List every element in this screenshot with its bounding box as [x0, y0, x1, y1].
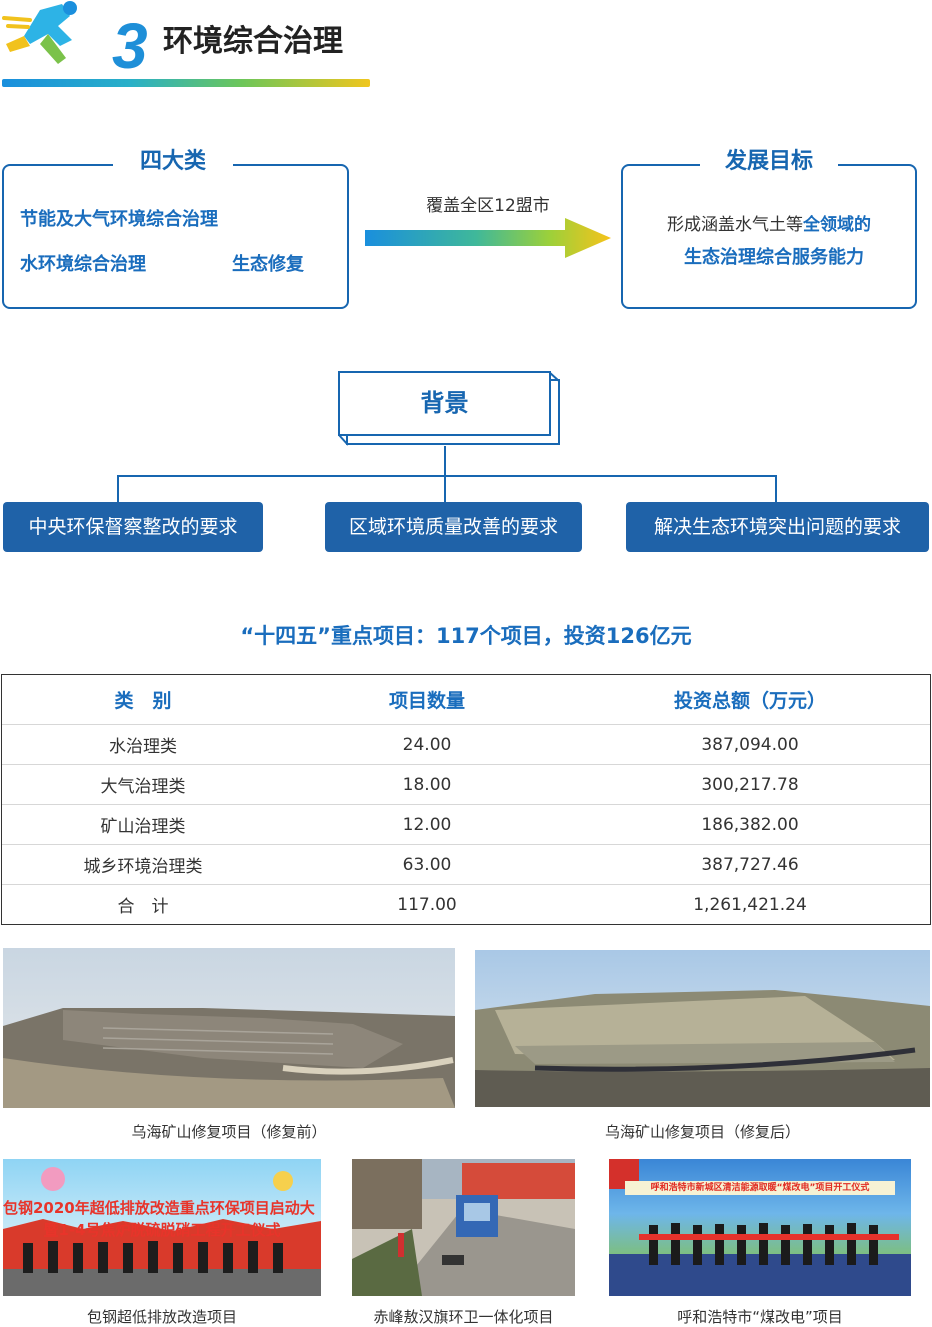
photo-mine-after — [475, 950, 930, 1107]
table-cell: 300,217.78 — [569, 764, 931, 805]
table-row: 大气治理类 18.00 300,217.78 — [1, 764, 931, 805]
projects-title: “十四五”重点项目：117个项目，投资126亿元 — [240, 624, 692, 648]
photo-coal-to-electric: 呼和浩特市新城区清洁能源取暖“煤改电”项目开工仪式 — [609, 1159, 911, 1296]
gradient-arrow-icon — [365, 218, 611, 258]
photo-street-sanitation — [352, 1159, 575, 1296]
category-item: 生态修复 — [232, 254, 304, 275]
photo-caption: 乌海矿山修复项目（修复后） — [604, 1123, 800, 1141]
goal-plain-text: 形成涵盖水气土等 — [667, 215, 803, 235]
ceremony-scene — [609, 1159, 911, 1296]
table-cell: 12.00 — [285, 804, 569, 845]
photo-caption: 呼和浩特市“煤改电”项目 — [677, 1308, 843, 1326]
connector-right — [775, 475, 777, 502]
table-cell: 117.00 — [397, 894, 457, 915]
requirement-box: 中央环保督察整改的要求 — [3, 502, 263, 552]
goal-box — [621, 164, 917, 309]
categories-title: 四大类 — [113, 147, 233, 177]
photo-baogang-ceremony: 包钢2020年超低排放改造重点环保项目启动大 暨1-4号焦炉脱硫脱硝工程开工仪式 — [3, 1159, 321, 1296]
table-cell: 63.00 — [285, 844, 569, 885]
table-row: 矿山治理类 12.00 186,382.00 — [1, 804, 931, 845]
table-cell: 大气治理类 — [1, 764, 285, 805]
table-header: 项目数量 — [285, 674, 569, 725]
photo-caption: 赤峰敖汉旗环卫一体化项目 — [373, 1308, 554, 1326]
connector-left — [117, 475, 119, 502]
banner-text-1: 包钢2020年超低排放改造重点环保项目启动大 — [3, 1199, 315, 1217]
section-number: 3 — [112, 10, 148, 82]
table-cell: 18.00 — [285, 764, 569, 805]
table-cell: 合 计 — [117, 897, 169, 917]
table-cell: 矿山治理类 — [1, 804, 285, 845]
table-row: 合 计 117.00 1,261,421.24 — [1, 885, 931, 925]
ceremony-scene — [3, 1167, 321, 1296]
table-cell: 186,382.00 — [569, 804, 931, 845]
category-item: 水环境综合治理 — [20, 254, 146, 275]
categories-box — [2, 164, 349, 309]
connector-horizontal — [117, 475, 777, 477]
connector-vertical — [444, 446, 446, 476]
table-cell: 24.00 — [285, 724, 569, 765]
background-box — [338, 371, 551, 436]
arrow-label: 覆盖全区12盟市 — [426, 196, 550, 216]
photo-caption: 乌海矿山修复项目（修复前） — [131, 1123, 327, 1141]
goal-line-2: 生态治理综合服务能力 — [684, 247, 864, 268]
banner-text-3: 呼和浩特市新城区清洁能源取暖“煤改电”项目开工仪式 — [625, 1181, 895, 1195]
table-cell: 城乡环境治理类 — [1, 844, 285, 885]
goal-line-1: 形成涵盖水气土等全领域的 — [621, 210, 917, 235]
table-header: 投资总额（万元） — [569, 674, 931, 725]
photo-mine-before — [3, 948, 455, 1108]
goal-title: 发展目标 — [700, 147, 838, 177]
header-underline — [2, 79, 370, 87]
projects-table: 类 别 项目数量 投资总额（万元） 水治理类 24.00 387,094.00 … — [1, 674, 931, 924]
table-row: 水治理类 24.00 387,094.00 — [1, 724, 931, 765]
background-title: 背景 — [420, 389, 469, 417]
table-header-row: 类 别 项目数量 投资总额（万元） — [1, 674, 931, 725]
runner-logo-icon — [2, 1, 77, 64]
section-title: 环境综合治理 — [163, 24, 343, 59]
table-row: 城乡环境治理类 63.00 387,727.46 — [1, 844, 931, 885]
requirement-box: 解决生态环境突出问题的要求 — [626, 502, 929, 552]
table-header: 类 别 — [1, 674, 285, 725]
banner-text-2: 暨1-4号焦炉脱硫脱硝工程开工仪式 — [43, 1221, 281, 1239]
connector-mid — [444, 475, 446, 502]
table-cell: 水治理类 — [1, 724, 285, 765]
category-item: 节能及大气环境综合治理 — [20, 209, 218, 230]
requirement-box: 区域环境质量改善的要求 — [325, 502, 582, 552]
table-cell: 387,094.00 — [569, 724, 931, 765]
goal-bold-text: 全领域的 — [803, 215, 871, 235]
table-cell: 387,727.46 — [569, 844, 931, 885]
photo-caption: 包钢超低排放改造项目 — [86, 1308, 237, 1326]
table-cell: 1,261,421.24 — [693, 894, 807, 915]
